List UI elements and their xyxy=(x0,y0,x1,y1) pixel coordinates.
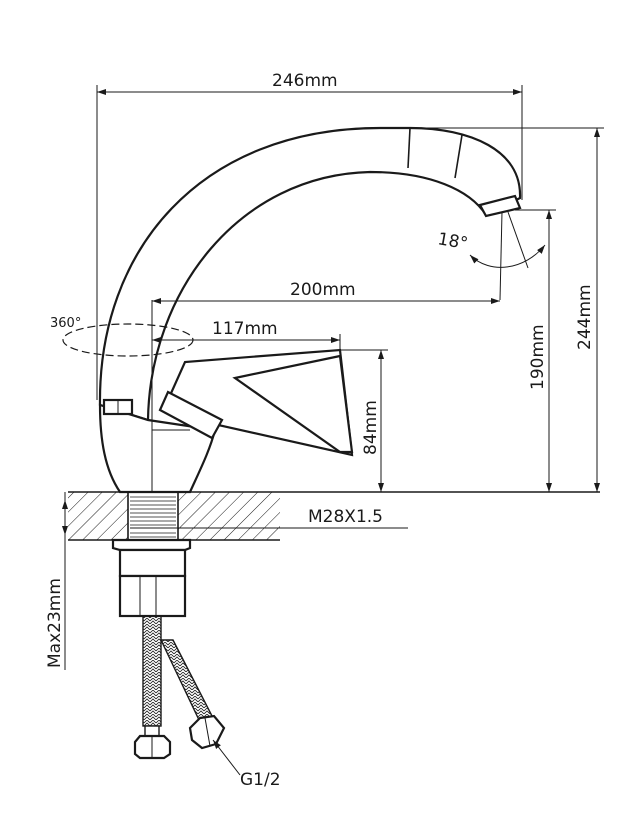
svg-text:84mm: 84mm xyxy=(361,400,381,455)
svg-text:244mm: 244mm xyxy=(575,284,595,350)
dim-handle-reach: 117mm xyxy=(152,319,341,352)
svg-text:Max23mm: Max23mm xyxy=(45,578,65,668)
faucet-body xyxy=(98,126,522,494)
dim-thread: M28X1.5 xyxy=(130,507,408,529)
dim-handle-height: 84mm xyxy=(340,349,388,492)
dim-spout-height: 190mm xyxy=(515,209,556,492)
dim-overall-height: 244mm xyxy=(410,127,604,492)
svg-text:190mm: 190mm xyxy=(528,324,548,390)
supply-hoses: G1/2 xyxy=(133,615,281,790)
dim-spout-reach: 200mm xyxy=(152,280,500,304)
dim-overall-width: 246mm xyxy=(96,71,523,400)
lever-handle xyxy=(158,348,354,457)
svg-text:G1/2: G1/2 xyxy=(240,770,281,790)
rotation-label: 360° xyxy=(50,316,81,331)
dim-aerator-angle: 18° xyxy=(436,211,546,301)
svg-text:18°: 18° xyxy=(436,229,469,254)
svg-text:246mm: 246mm xyxy=(272,71,338,91)
svg-text:M28X1.5: M28X1.5 xyxy=(308,507,383,527)
svg-text:117mm: 117mm xyxy=(212,319,278,339)
svg-text:200mm: 200mm xyxy=(290,280,356,300)
dim-counter-thickness: Max23mm xyxy=(45,492,68,670)
countertop xyxy=(68,491,600,541)
mounting-nut xyxy=(111,538,192,618)
